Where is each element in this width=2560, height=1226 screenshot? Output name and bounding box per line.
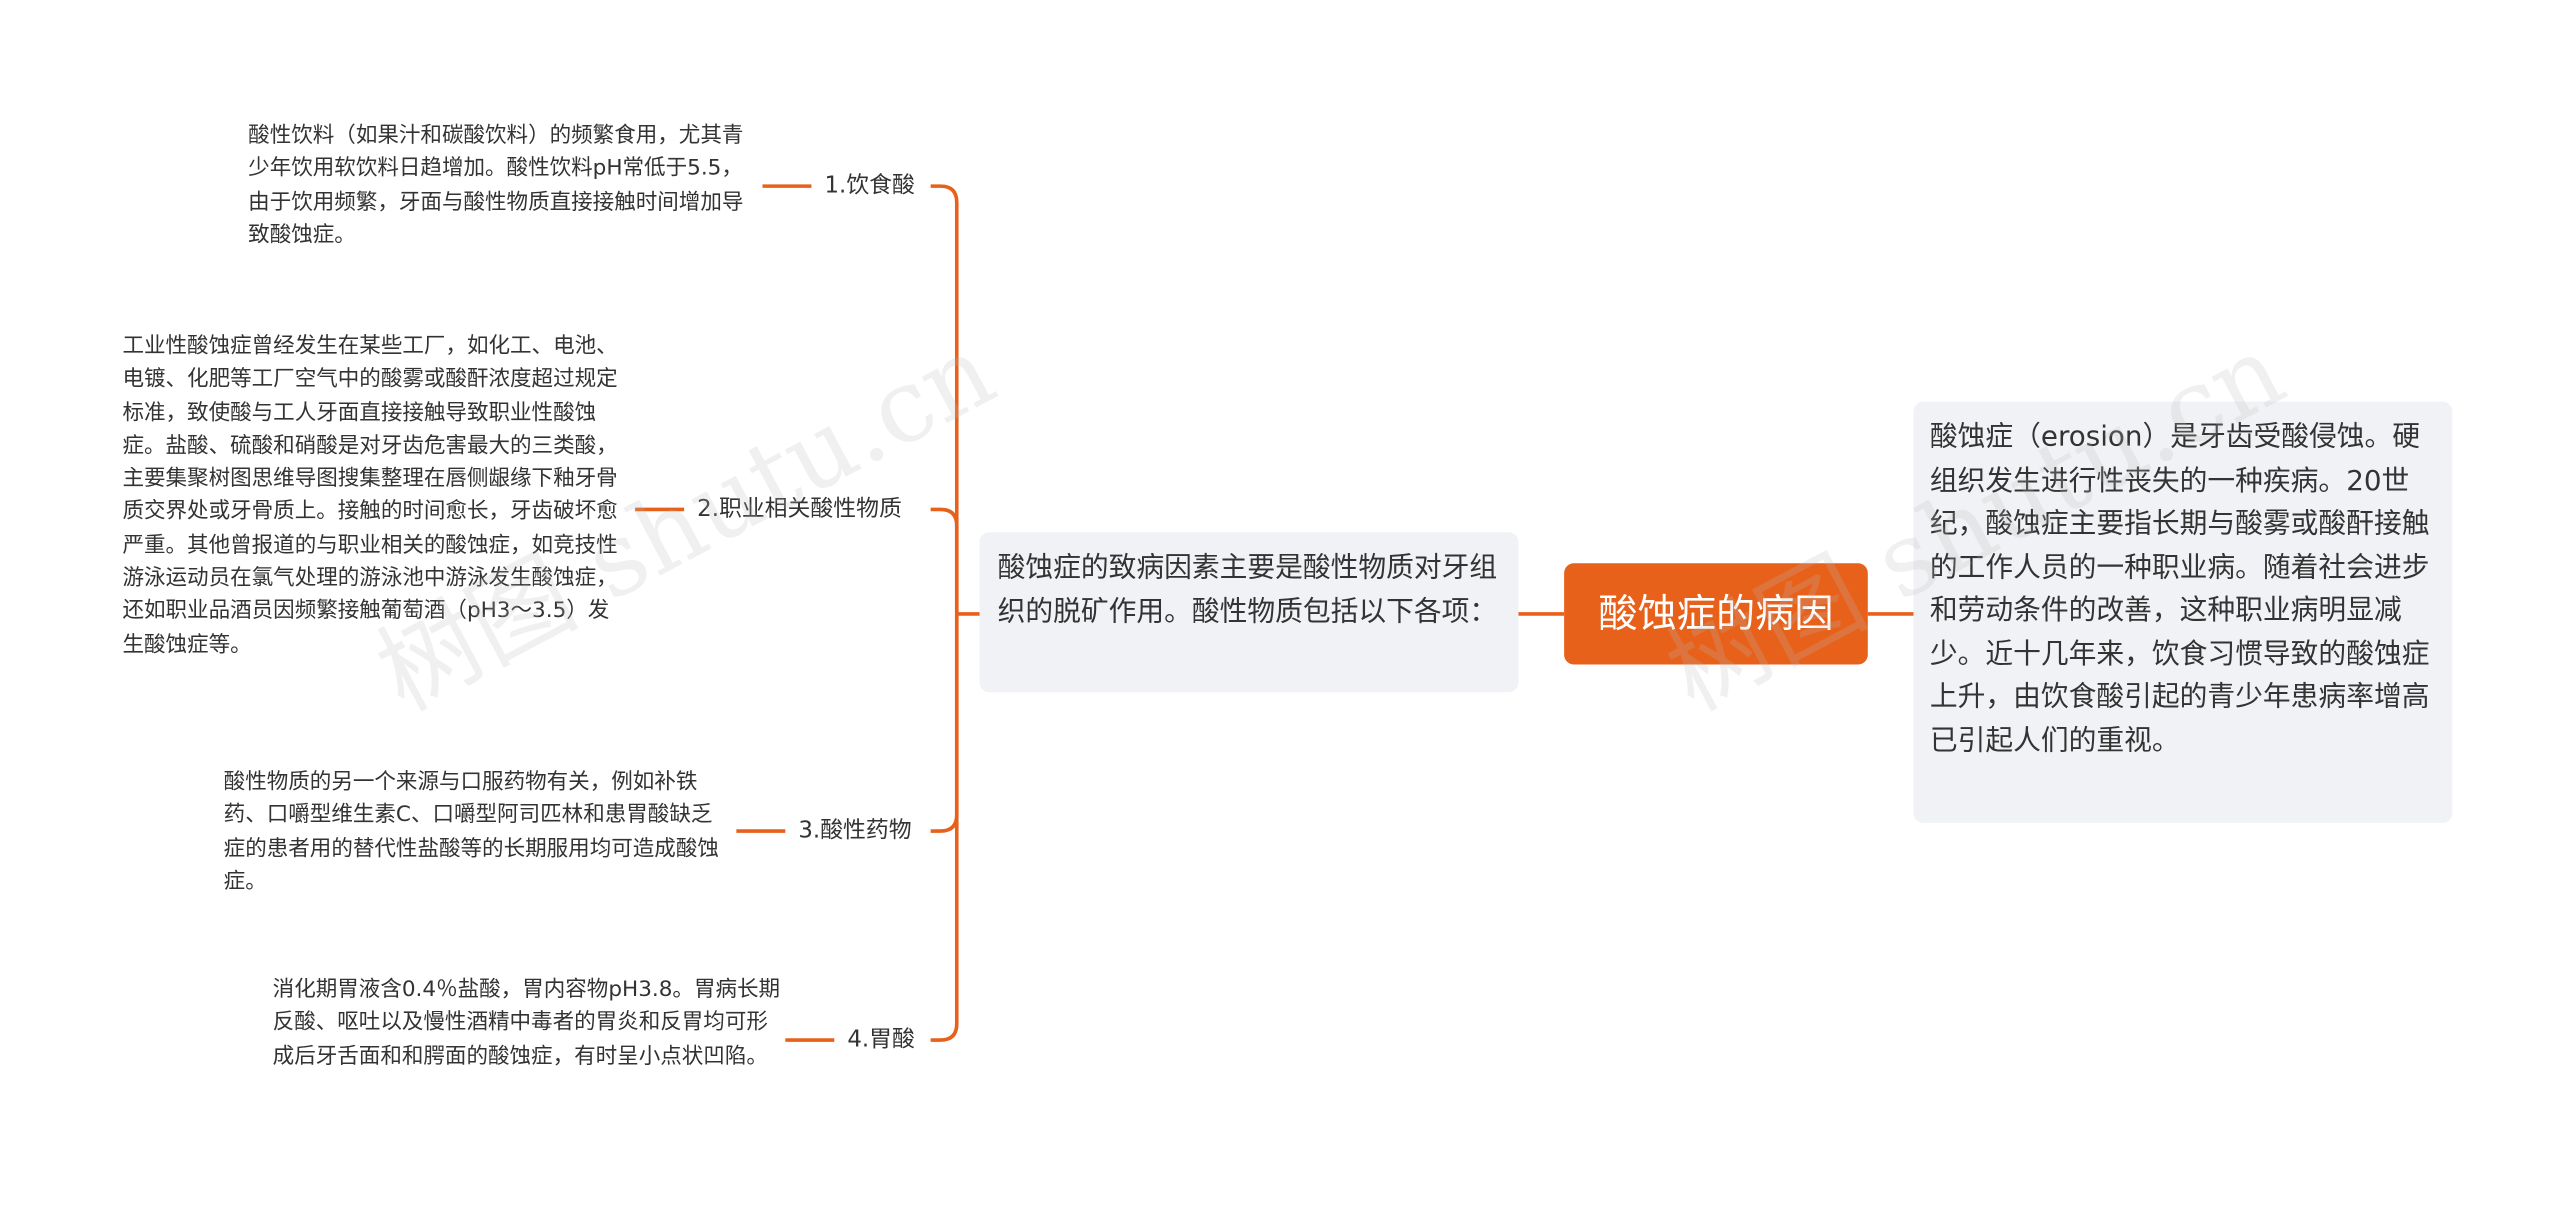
connector-branch-2	[930, 507, 959, 614]
leaf-detail-diet-acid[interactable]: 酸性饮料（如果汁和碳酸饮料）的频繁食用，尤其青少年饮用软饮料日趋增加。酸性饮料p…	[248, 124, 744, 248]
connector-branch-4	[930, 613, 959, 1042]
connector-branch-3	[930, 613, 959, 833]
leaf-detail-acidic-drugs[interactable]: 酸性物质的另一个来源与口服药物有关，例如补铁药、口嚼型维生素C、口嚼型阿司匹林和…	[223, 770, 719, 895]
branch-label-occupational-acid[interactable]: 2.职业相关酸性物质	[697, 496, 902, 523]
description-node[interactable]: 酸蚀症（erosion）是牙齿受酸侵蚀。硬组织发生进行性丧失的一种疾病。20世纪…	[1913, 401, 2453, 823]
branch-label-acidic-drugs[interactable]: 3.酸性药物	[798, 817, 912, 845]
branch-label-gastric-acid[interactable]: 4.胃酸	[847, 1026, 915, 1054]
leaf-detail-occupational-acid[interactable]: 工业性酸蚀症曾经发生在某些工厂，如化工、电池、电镀、化肥等工厂空气中的酸雾或酸酐…	[122, 334, 618, 658]
root-node[interactable]: 酸蚀症的病因	[1564, 563, 1868, 665]
summary-node[interactable]: 酸蚀症的致病因素主要是酸性物质对牙组织的脱矿作用。酸性物质包括以下各项：	[979, 532, 1519, 693]
connector-branch-1	[930, 184, 959, 614]
leaf-detail-gastric-acid[interactable]: 消化期胃液含0.4％盐酸，胃内容物pH3.8。胃病长期反酸、呕吐以及慢性酒精中毒…	[272, 977, 781, 1069]
branch-label-diet-acid[interactable]: 1.饮食酸	[824, 173, 915, 200]
